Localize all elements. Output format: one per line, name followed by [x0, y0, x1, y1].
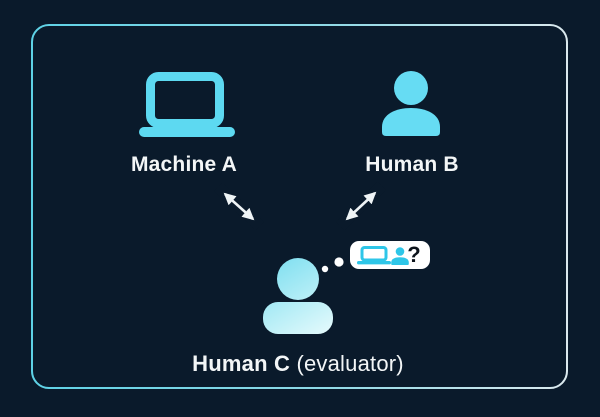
person-gradient-icon-human-c [263, 258, 333, 334]
thought-dot-large [334, 257, 344, 267]
thought-dot-small [321, 265, 329, 273]
human-c-label-name: Human C [192, 351, 291, 376]
human-c-label: Human C (evaluator) [168, 351, 428, 377]
bubble-person-icon [391, 247, 409, 265]
arrow-machine-a-human-c [213, 182, 265, 231]
human-c-label-qualifier: (evaluator) [290, 351, 404, 376]
laptop-icon [139, 72, 235, 137]
human-b-label: Human B [365, 153, 459, 176]
thought-bubble [350, 241, 430, 269]
machine-a-label: Machine A [130, 153, 238, 176]
bubble-laptop-icon [357, 246, 391, 265]
question-mark: ? [407, 242, 421, 267]
person-icon-human-b [382, 71, 440, 136]
arrow-human-b-human-c [335, 181, 387, 231]
